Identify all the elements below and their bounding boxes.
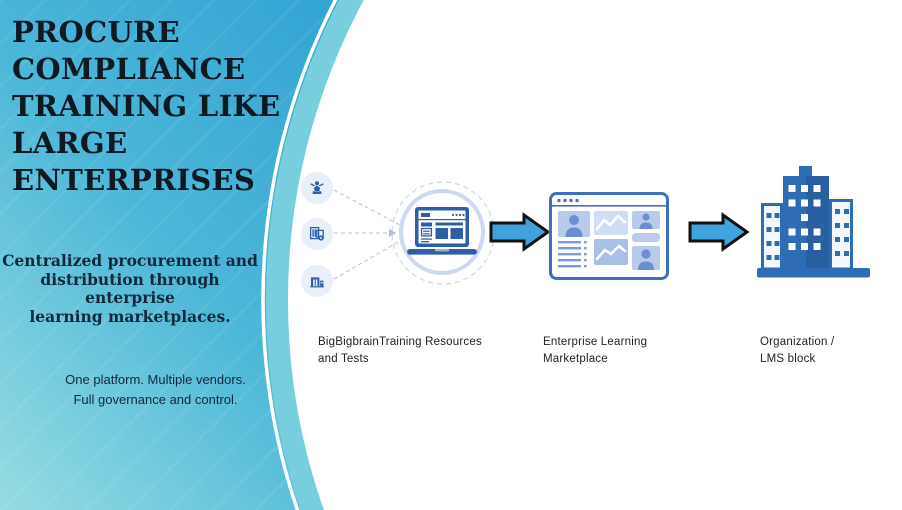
label-marketplace: Enterprise Learning Marketplace [543,334,647,368]
title-line: PROCURE [12,15,180,49]
tagline: One platform. Multiple vendors. Full gov… [45,370,266,410]
page-title: PROCURE COMPLIANCE TRAINING LIKE LARGE E… [12,14,342,199]
label-line: Marketplace [543,353,608,365]
laptop-icon [407,207,477,255]
subtitle: Centralized procurement and distribution… [0,251,260,326]
vendor-buildings-icon [310,277,324,288]
source-chip-vendors [301,265,333,297]
title-line: ENTERPRISES [12,163,256,197]
label-line: and Tests [318,353,369,365]
label-line: BigBigbrainTraining Resources [318,336,482,348]
title-line: TRAINING LIKE [12,89,281,123]
course-certificate-icon [309,226,324,241]
organization-building-icon [757,166,870,278]
source-chip-trainer [301,172,333,204]
tagline-line: One platform. Multiple vendors. [65,372,246,387]
subtitle-line: Centralized procurement and [2,251,258,270]
subtitle-line: learning marketplaces. [29,306,231,326]
connector-arrowhead [389,229,396,237]
source-chip-courses [301,218,333,250]
tagline-line: Full governance and control. [73,392,238,407]
arrow-right-icon [489,212,551,252]
arrow-right-icon [688,212,750,252]
label-platform: BigBigbrainTraining Resources and Tests [318,334,482,368]
marketplace-window-icon [549,192,669,280]
label-line: LMS block [760,353,816,365]
platform-node [399,189,485,275]
panel-outer-arc [261,0,338,510]
title-line: COMPLIANCE [12,52,246,86]
label-line: Enterprise Learning [543,336,648,348]
trainer-icon [310,181,324,194]
subtitle-line: distribution through enterprise [40,269,220,307]
label-organization: Organization / LMS block [760,334,834,368]
title-line: LARGE [12,126,128,160]
label-line: Organization / [760,336,835,348]
